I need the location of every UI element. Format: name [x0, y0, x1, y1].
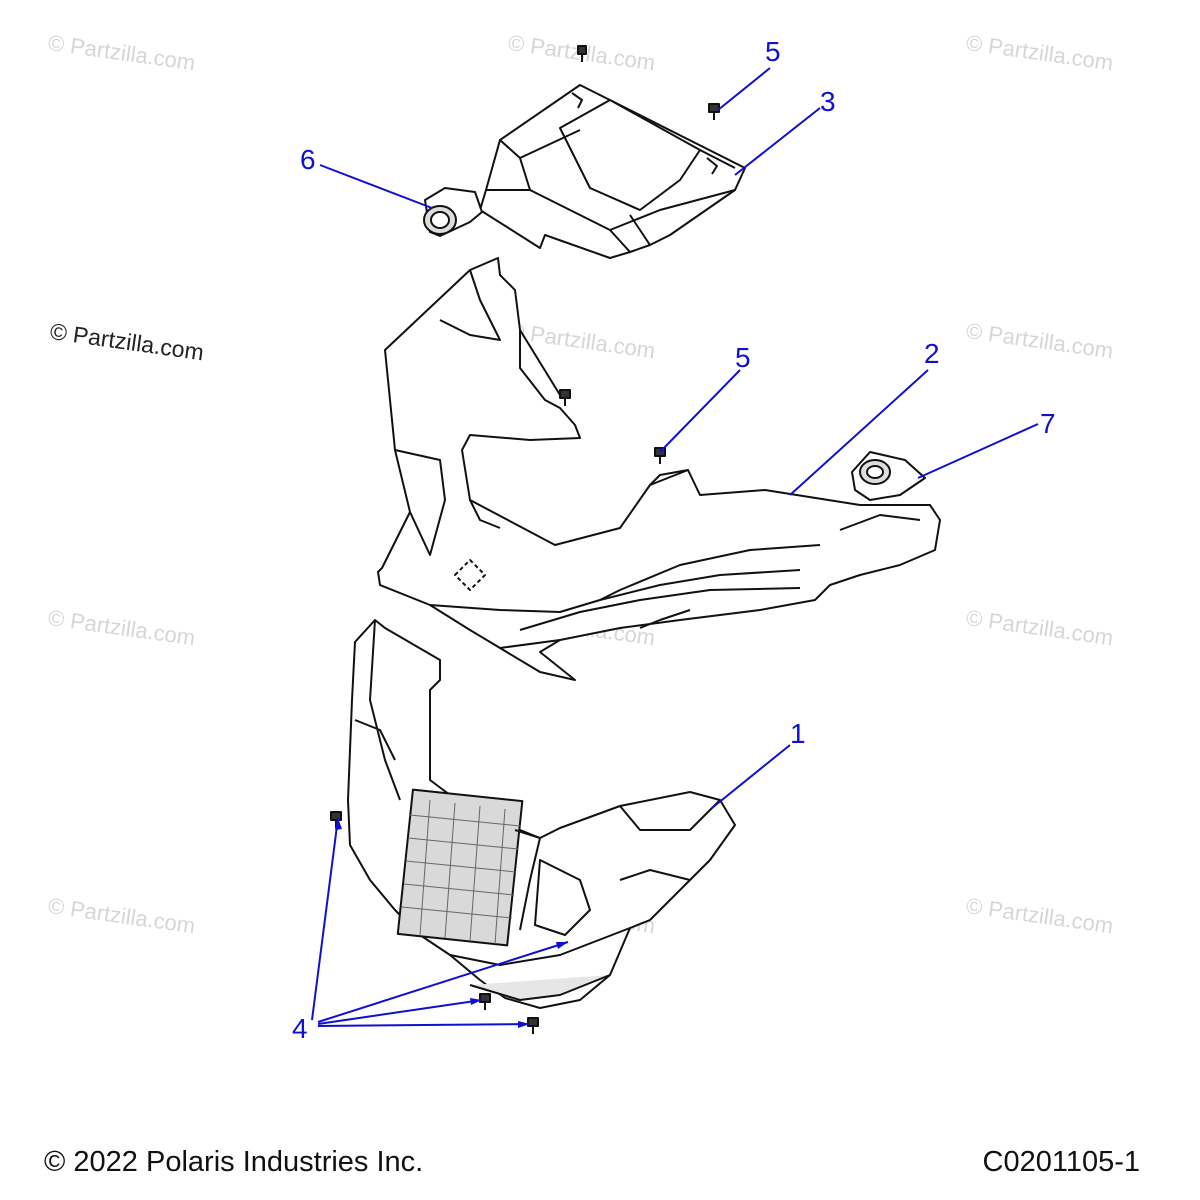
screw-fastener: [479, 993, 491, 1010]
screw-fastener: [708, 103, 720, 120]
screw-fastener: [559, 389, 571, 406]
leader-line: [734, 107, 821, 176]
part-6-grommet: [423, 187, 483, 237]
leader-line: [311, 817, 339, 1021]
screw-fastener: [654, 447, 666, 464]
callout-1: 1: [790, 718, 806, 749]
copyright-text: © 2022 Polaris Industries Inc.: [44, 1146, 424, 1178]
screw-fastener: [527, 1017, 539, 1034]
leader-line: [717, 67, 771, 111]
leader-line: [789, 369, 929, 496]
screw-fastener: [577, 45, 587, 62]
callout-5: 5: [765, 36, 781, 67]
leader-line: [317, 941, 569, 1023]
leader-line: [659, 369, 741, 453]
part-1-lower-bumper: [347, 619, 736, 1009]
callout-5: 5: [735, 342, 751, 373]
leader-line: [917, 423, 1039, 479]
callout-4: 4: [292, 1013, 308, 1044]
leader-line: [317, 999, 483, 1025]
diagram-code: C0201105-1: [982, 1146, 1140, 1178]
leader-line: [711, 744, 791, 809]
callout-2: 2: [924, 338, 940, 369]
part-3-cover: [479, 84, 746, 259]
part-7-grommet: [851, 451, 926, 501]
leader-line: [319, 164, 433, 209]
callout-6: 6: [300, 144, 316, 175]
part-2-front-panel: [377, 257, 941, 681]
callout-3: 3: [820, 86, 836, 117]
leader-line: [317, 1023, 531, 1027]
callout-7: 7: [1040, 408, 1056, 439]
